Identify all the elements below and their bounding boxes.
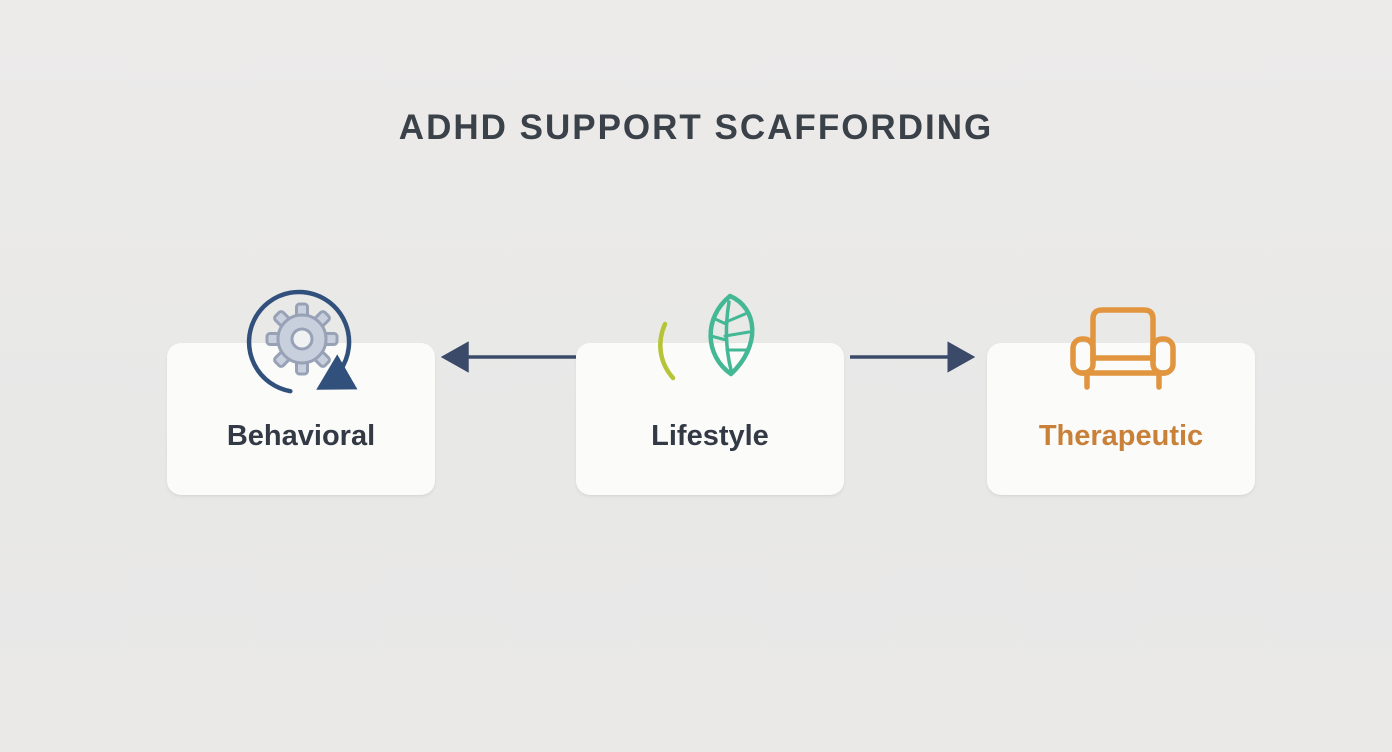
leaf-swoosh [658, 321, 676, 381]
leaf-icon [658, 293, 755, 381]
node-label-lifestyle: Lifestyle [651, 420, 769, 452]
page-title: ADHD SUPPORT SCAFFORDING [398, 108, 994, 147]
gear-cycle-icon [246, 289, 358, 394]
arrow-right-icon [850, 341, 976, 373]
node-label-behavioral: Behavioral [226, 420, 376, 452]
node-card-lifestyle: Lifestyle [576, 343, 844, 495]
node-card-therapeutic: Therapeutic [987, 343, 1255, 495]
node-label-therapeutic: Therapeutic [1038, 420, 1204, 452]
arrow-left-icon [440, 341, 576, 373]
armchair-icon [1070, 307, 1176, 390]
